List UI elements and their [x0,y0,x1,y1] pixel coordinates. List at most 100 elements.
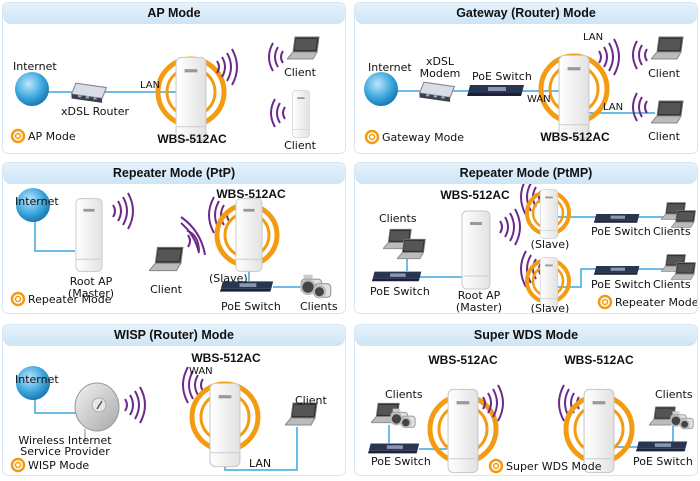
root-ap-label: Root AP [69,275,113,288]
internet-label: Internet [368,61,412,74]
poe-switch-icon [593,214,640,223]
switch-label: PoE Switch [591,278,651,291]
model-label: WBS-512AC [428,353,498,367]
model-label: WBS-512AC [216,187,286,201]
lan-label: LAN [583,32,604,43]
client-label: Client [648,67,680,80]
poe-switch-icon [371,271,422,282]
slave-label: (Slave) [530,302,570,314]
internet-globe-icon [364,72,398,106]
wisp-mode-diagram [10,366,318,473]
legend-ring-icon [10,291,26,307]
ip-camera-icon [300,273,332,299]
root-ap-label: (Master) [67,287,115,300]
wisp-label: Wireless Internet [18,434,112,447]
root-ap-label: Root AP [457,289,501,302]
modem-label: Modem [419,67,461,80]
wireless-waves-icon [482,384,504,422]
wbs-512ac-ap-icon [235,198,263,272]
slave-label: (Slave) [209,272,248,285]
xdsl-router-icon [70,82,108,104]
legend-ring-icon [10,457,26,473]
internet-globe-icon [16,366,50,400]
legend-ring-icon [10,128,26,144]
model-label: WBS-512AC [157,132,227,146]
wireless-waves-icon [499,208,521,246]
internet-label: Internet [13,60,57,73]
wisp-label: Service Provider [20,445,110,458]
legend-label: Repeater Mode [615,296,698,309]
model-label: WBS-512AC [191,351,261,365]
legend-label: Gateway Mode [382,131,465,144]
client-laptop-icon [149,246,184,272]
wireless-waves-icon [598,38,620,76]
clients-label: Clients [385,388,423,401]
switch-label: PoE Switch [472,70,532,83]
switch-label: PoE Switch [221,300,281,313]
ip-camera-icon [669,410,695,430]
client-laptop-icon [287,36,320,60]
panel-ap-mode: AP Mode Internet xDSL Router LAN Client … [2,2,346,154]
client-laptop-icon [651,100,684,124]
legend-label: Super WDS Mode [506,460,602,473]
poe-switch-icon [593,266,640,275]
slave-label: (Slave) [530,238,570,251]
root-ap-label: (Master) [455,301,503,314]
wireless-waves-icon [124,386,146,424]
panel-super-wds-mode: Super WDS Mode WBS-512AC WBS-512AC Clien… [354,324,698,476]
panel-title: Repeater Mode (PtMP) [355,163,697,184]
client-label: Client [295,394,327,407]
repeater-ptp-diagram [10,188,332,307]
legend-label: Repeater Mode [28,293,112,306]
modem-label: xDSL [425,55,455,68]
wireless-waves-icon [632,92,648,122]
wbs-512ac-ap-icon [447,388,479,474]
slave-ap-icon [539,257,559,307]
panel-repeater-ptmp: Repeater Mode (PtMP) WBS-512AC Clients P… [354,162,698,314]
switch-label: PoE Switch [591,225,651,238]
panel-wisp-mode: WISP (Router) Mode Internet WBS-512AC WA… [2,324,346,476]
internet-globe-icon [15,72,49,106]
client-label: Client [284,66,316,79]
legend-ring-icon [597,294,613,310]
poe-switch-icon [635,441,688,452]
root-ap-icon [461,210,491,290]
switch-label: PoE Switch [371,455,431,468]
internet-label: Internet [15,195,59,208]
client-label: Client [648,130,680,143]
legend-label: AP Mode [28,130,76,143]
lan-label: LAN [603,102,624,113]
root-ap-icon [75,198,103,272]
wireless-waves-icon [180,216,206,256]
wisp-dish-icon [74,382,120,441]
wbs-512ac-ap-icon [209,382,241,468]
panel-title: WISP (Router) Mode [3,325,345,346]
wireless-waves-icon [520,178,542,216]
clients-label: Clients [653,225,691,238]
client-laptop-icon [651,36,684,60]
model-label: WBS-512AC [440,188,510,202]
panel-title: Repeater Mode (PtP) [3,163,345,184]
switch-label: PoE Switch [633,455,693,468]
client-label: Client [284,139,316,152]
slave-ap-icon [539,189,559,239]
legend-label: WISP Mode [28,459,90,472]
legend-ring-icon [364,129,380,145]
wan-label: WAN [527,94,551,105]
model-label: WBS-512AC [540,130,610,144]
wireless-waves-icon [268,42,284,72]
panel-title: Gateway (Router) Mode [355,3,697,24]
wireless-waves-icon [216,48,238,86]
panel-title: Super WDS Mode [355,325,697,346]
ip-camera-icon [389,407,417,429]
clients-label: Clients [653,278,691,291]
client-cpe-icon [292,90,310,138]
model-label: WBS-512AC [564,353,634,367]
wbs-512ac-ap-icon [175,56,207,142]
lan-label: LAN [140,80,161,91]
switch-label: PoE Switch [370,285,430,298]
wireless-waves-icon [632,40,648,70]
internet-globe-icon [16,188,50,222]
client-label: Client [150,283,182,296]
wbs-512ac-ap-icon [558,54,590,140]
